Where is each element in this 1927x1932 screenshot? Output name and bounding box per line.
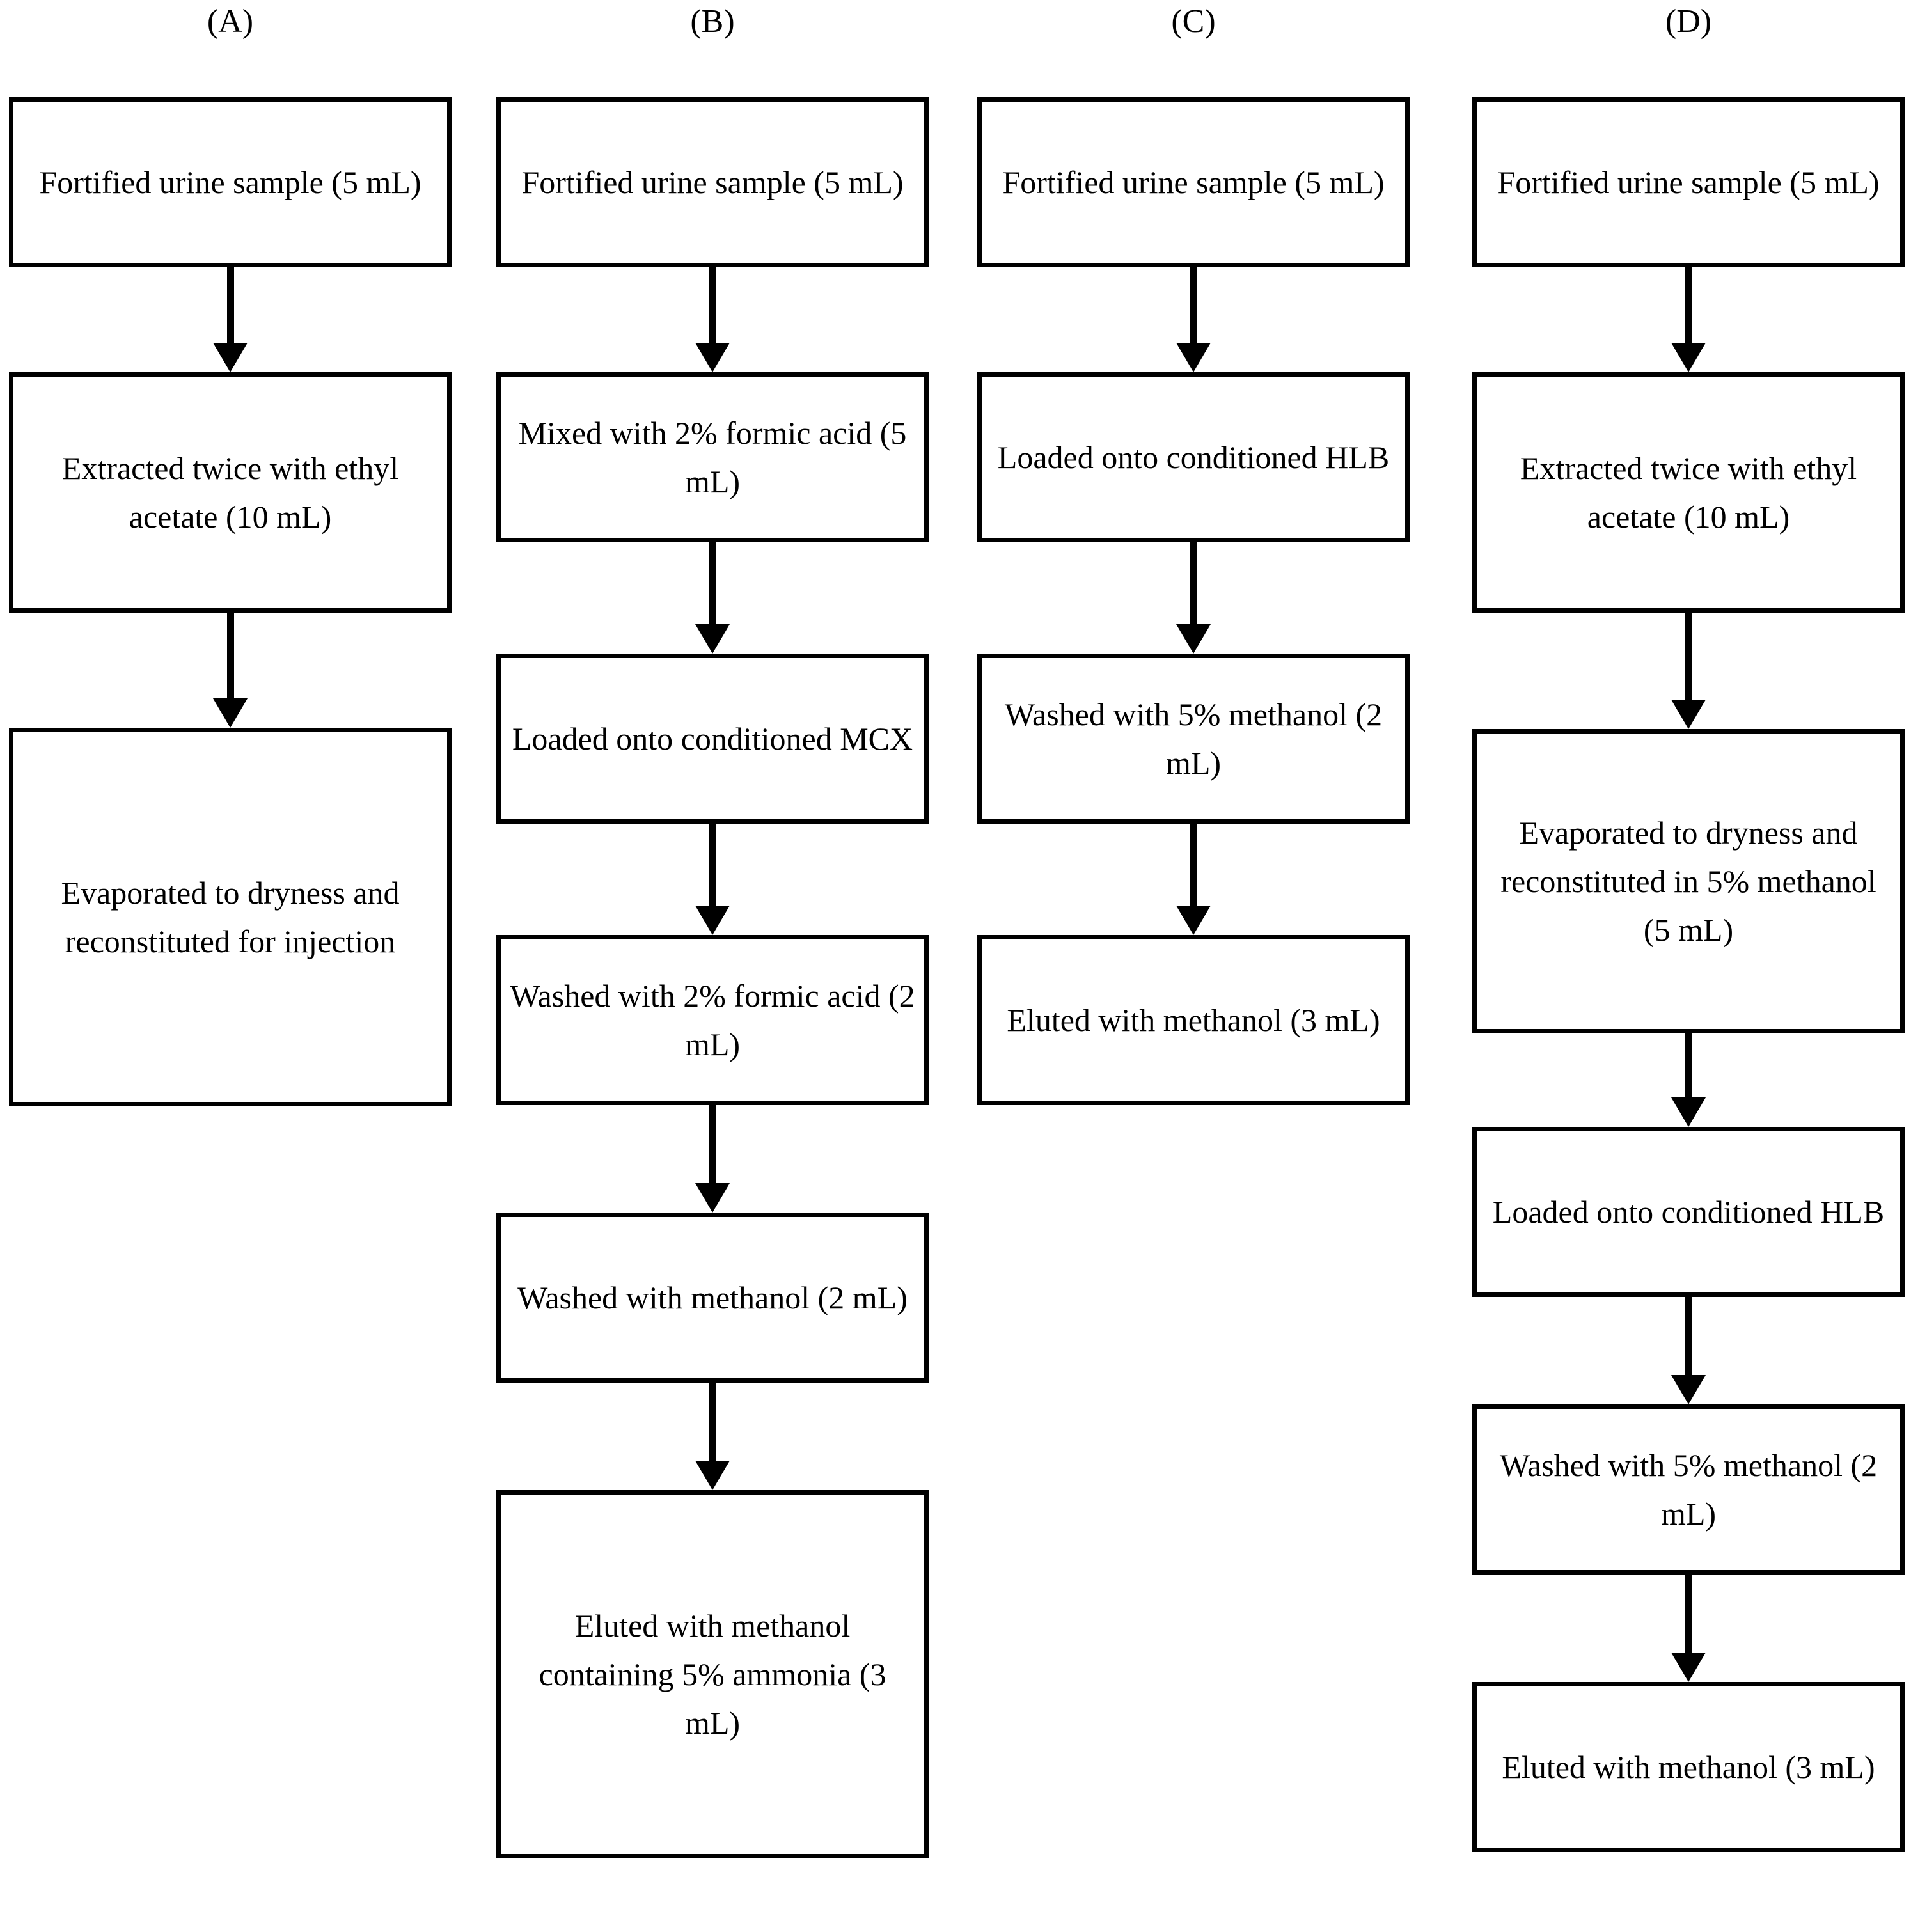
flow-node: Eluted with methanol (3 mL)	[977, 935, 1410, 1105]
arrow-shaft	[1685, 1033, 1692, 1099]
arrow-shaft	[1190, 267, 1197, 344]
flow-node: Fortified urine sample (5 mL)	[496, 97, 929, 267]
flow-node: Washed with methanol (2 mL)	[496, 1213, 929, 1383]
arrow-shaft	[1190, 824, 1197, 907]
arrow-head	[1671, 1653, 1706, 1682]
flow-node-label: Mixed with 2% formic acid (5 mL)	[518, 415, 907, 499]
arrow-head	[213, 698, 248, 728]
flow-arrow-down-icon	[9, 613, 452, 728]
flow-arrow-down-icon	[1472, 1297, 1905, 1404]
flow-node-label: Extracted twice with ethyl acetate (10 m…	[1520, 450, 1857, 535]
arrow-head	[695, 1183, 730, 1213]
flow-node-label: Loaded onto conditioned MCX	[512, 721, 913, 757]
arrow-shaft	[709, 542, 716, 625]
flow-node: Evaporated to dryness and reconstituted …	[9, 728, 452, 1106]
flow-arrow-down-icon	[977, 267, 1410, 372]
flow-node-label: Evaporated to dryness and reconstituted …	[61, 875, 400, 959]
arrow-head	[1176, 343, 1211, 372]
arrow-head	[695, 1461, 730, 1490]
flow-node: Loaded onto conditioned HLB	[1472, 1127, 1905, 1297]
flow-node: Washed with 2% formic acid (2 mL)	[496, 935, 929, 1105]
arrow-shaft	[1685, 1297, 1692, 1376]
flow-arrow-down-icon	[496, 1383, 929, 1490]
flow-node: Mixed with 2% formic acid (5 mL)	[496, 372, 929, 542]
arrow-head	[1671, 1375, 1706, 1404]
flow-node-label: Eluted with methanol containing 5% ammon…	[539, 1608, 886, 1741]
arrow-head	[1671, 700, 1706, 729]
flow-node-label: Extracted twice with ethyl acetate (10 m…	[61, 450, 399, 535]
flow-node-label: Fortified urine sample (5 mL)	[39, 164, 421, 200]
flow-node-label: Fortified urine sample (5 mL)	[521, 164, 904, 200]
flow-node: Fortified urine sample (5 mL)	[9, 97, 452, 267]
flow-arrow-down-icon	[1472, 267, 1905, 372]
flow-arrow-down-icon	[1472, 1033, 1905, 1127]
flow-arrow-down-icon	[977, 542, 1410, 654]
flow-node-label: Loaded onto conditioned HLB	[1492, 1194, 1885, 1230]
arrow-head	[695, 906, 730, 935]
flow-node: Fortified urine sample (5 mL)	[1472, 97, 1905, 267]
arrow-head	[695, 343, 730, 372]
flow-node-label: Fortified urine sample (5 mL)	[1497, 164, 1880, 200]
arrow-shaft	[709, 1383, 716, 1462]
flow-node-label: Washed with 5% methanol (2 mL)	[1004, 696, 1383, 781]
flow-node: Evaporated to dryness and reconstituted …	[1472, 729, 1905, 1033]
panel-label-d: (D)	[1665, 3, 1712, 40]
arrow-shaft	[709, 824, 716, 907]
flow-arrow-down-icon	[977, 824, 1410, 935]
flow-node: Extracted twice with ethyl acetate (10 m…	[1472, 372, 1905, 613]
arrow-head	[1671, 343, 1706, 372]
flow-node: Eluted with methanol (3 mL)	[1472, 1682, 1905, 1852]
arrow-head	[695, 624, 730, 654]
flow-arrow-down-icon	[9, 267, 452, 372]
flow-node-label: Loaded onto conditioned HLB	[997, 439, 1390, 475]
flow-node: Loaded onto conditioned HLB	[977, 372, 1410, 542]
flow-arrow-down-icon	[496, 824, 929, 935]
flow-node-label: Evaporated to dryness and reconstituted …	[1500, 815, 1876, 948]
flow-arrow-down-icon	[496, 267, 929, 372]
flow-node: Extracted twice with ethyl acetate (10 m…	[9, 372, 452, 613]
arrow-shaft	[709, 1105, 716, 1184]
flow-node: Eluted with methanol containing 5% ammon…	[496, 1490, 929, 1858]
flow-node-label: Washed with 5% methanol (2 mL)	[1499, 1447, 1878, 1532]
panel-label-a: (A)	[207, 3, 254, 40]
arrow-shaft	[227, 613, 234, 700]
arrow-head	[213, 343, 248, 372]
flow-node: Loaded onto conditioned MCX	[496, 654, 929, 824]
flow-node-label: Eluted with methanol (3 mL)	[1502, 1749, 1875, 1785]
flow-arrow-down-icon	[1472, 1575, 1905, 1682]
arrow-shaft	[1190, 542, 1197, 625]
arrow-shaft	[1685, 1575, 1692, 1654]
flow-arrow-down-icon	[496, 542, 929, 654]
flow-node: Fortified urine sample (5 mL)	[977, 97, 1410, 267]
arrow-head	[1176, 906, 1211, 935]
flow-node-label: Eluted with methanol (3 mL)	[1007, 1002, 1380, 1038]
flow-node: Washed with 5% methanol (2 mL)	[1472, 1404, 1905, 1575]
flow-arrow-down-icon	[1472, 613, 1905, 729]
flow-node-label: Washed with 2% formic acid (2 mL)	[510, 978, 915, 1062]
arrow-shaft	[709, 267, 716, 344]
panel-label-b: (B)	[690, 3, 735, 40]
flow-arrow-down-icon	[496, 1105, 929, 1213]
arrow-shaft	[227, 267, 234, 344]
arrow-shaft	[1685, 613, 1692, 701]
arrow-head	[1176, 624, 1211, 654]
flow-node-label: Fortified urine sample (5 mL)	[1002, 164, 1385, 200]
arrow-head	[1671, 1097, 1706, 1127]
arrow-shaft	[1685, 267, 1692, 344]
panel-label-c: (C)	[1171, 3, 1216, 40]
flow-node-label: Washed with methanol (2 mL)	[517, 1280, 908, 1315]
flow-node: Washed with 5% methanol (2 mL)	[977, 654, 1410, 824]
